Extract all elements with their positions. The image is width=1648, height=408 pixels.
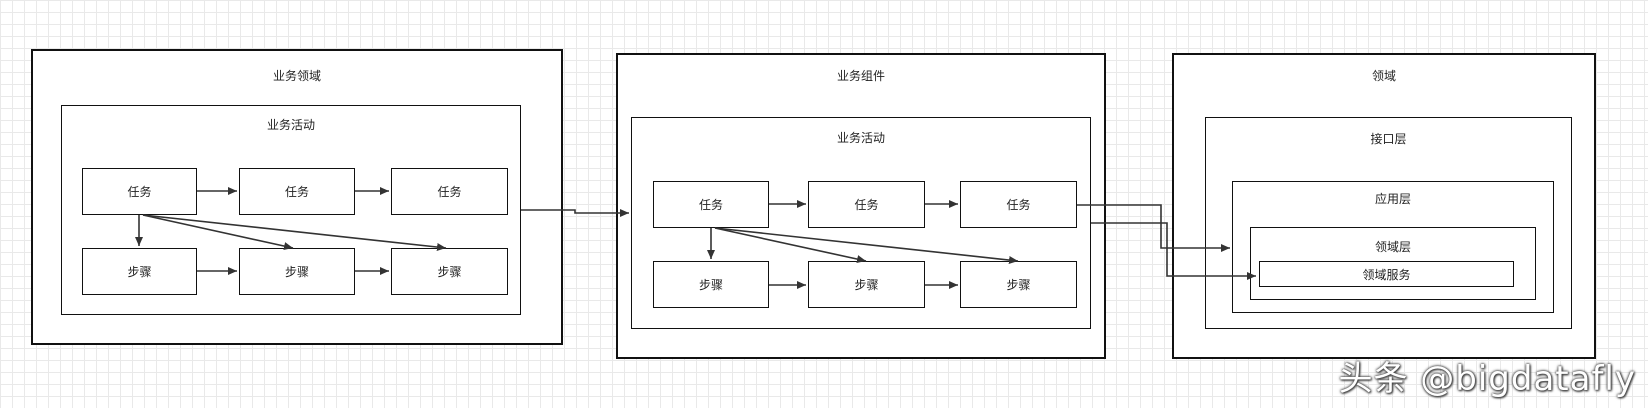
step-node-2c: 步骤 — [960, 261, 1077, 308]
domain-service-node: 领域服务 — [1259, 261, 1514, 287]
watermark: 头条 @bigdatafly — [1338, 359, 1636, 399]
step-node-2b: 步骤 — [808, 261, 925, 308]
step-node-1a: 步骤 — [82, 248, 197, 295]
interface-layer-title: 接口层 — [1370, 132, 1407, 146]
step-node-1c: 步骤 — [391, 248, 508, 295]
business-activity-title-2: 业务活动 — [836, 131, 885, 145]
task-node-2c: 任务 — [960, 181, 1077, 228]
step-node-2a: 步骤 — [653, 261, 769, 308]
task-node-1c: 任务 — [391, 168, 508, 215]
task-node-1a: 任务 — [82, 168, 197, 215]
task-node-2a: 任务 — [653, 181, 769, 228]
business-component-title: 业务组件 — [836, 69, 885, 83]
business-activity-title-1: 业务活动 — [266, 118, 315, 132]
task-node-2b: 任务 — [808, 181, 925, 228]
business-domain-title: 业务领域 — [272, 69, 321, 83]
task-node-1b: 任务 — [239, 168, 355, 215]
step-node-1b: 步骤 — [239, 248, 355, 295]
application-layer-title: 应用层 — [1374, 192, 1411, 206]
domain-title: 领域 — [1371, 69, 1396, 83]
domain-layer-title: 领域层 — [1374, 240, 1411, 254]
